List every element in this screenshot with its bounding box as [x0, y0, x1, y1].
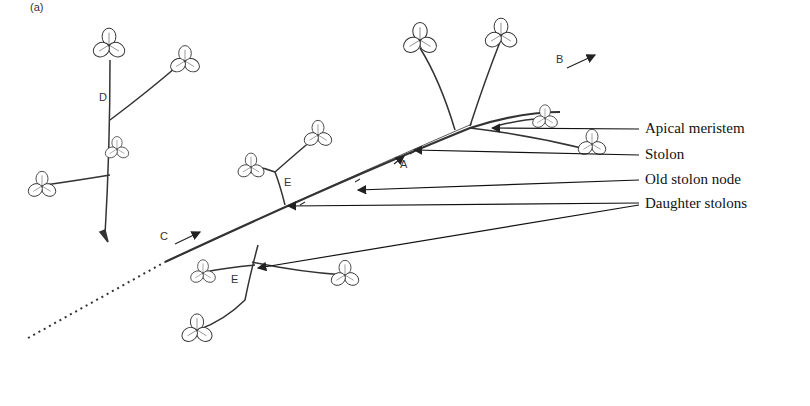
figure-label: (a) — [30, 1, 43, 13]
growth-arrow — [567, 55, 595, 68]
callout-letter: D — [99, 91, 107, 103]
leaves — [26, 18, 608, 344]
leader-line — [358, 180, 639, 190]
callout-letter: E — [284, 176, 291, 188]
leader-line — [492, 128, 639, 129]
leader-line — [288, 203, 639, 206]
leader-lines — [258, 128, 639, 268]
callout-letter: B — [556, 53, 563, 65]
leader-line — [414, 150, 639, 155]
growth-arrow — [175, 232, 200, 244]
part-label: Old stolon node — [645, 171, 741, 188]
stolon-node — [300, 151, 415, 205]
part-label: Apical meristem — [645, 120, 745, 137]
buried-stolon — [28, 262, 165, 338]
plant-stem — [45, 60, 182, 235]
part-label: Daughter stolons — [645, 195, 747, 212]
callout-letter: E — [231, 273, 238, 285]
callout-letter: C — [160, 230, 168, 242]
direction-arrows — [175, 55, 595, 244]
stolon-tip — [470, 128, 590, 150]
part-label: Stolon — [645, 146, 684, 163]
petiole — [420, 48, 455, 130]
root-tip — [100, 230, 108, 242]
petiole — [470, 42, 500, 126]
main-stolon — [165, 112, 560, 262]
leader-line — [258, 205, 639, 268]
callout-letter: A — [400, 158, 407, 170]
stolon-drawing — [28, 42, 590, 338]
